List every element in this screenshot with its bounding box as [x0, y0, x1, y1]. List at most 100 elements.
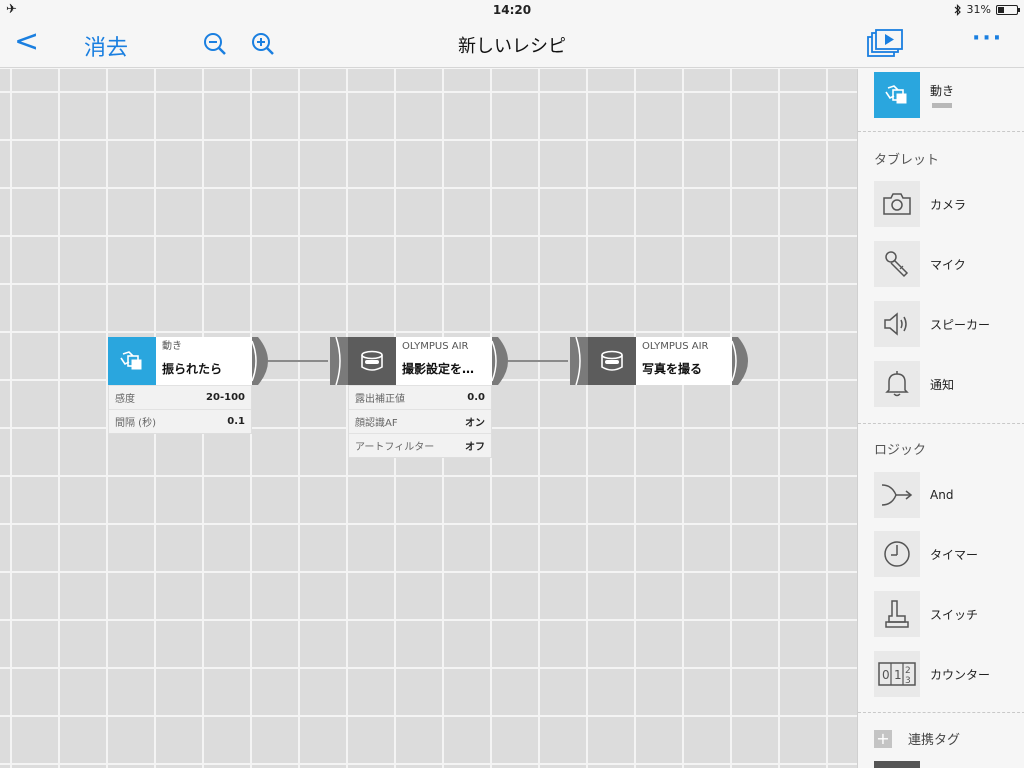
motion-icon	[885, 85, 908, 105]
param-key: 露出補正値	[355, 394, 405, 405]
param-key: アートフィルター	[355, 442, 435, 453]
node-label: 動き 振られたら	[156, 337, 252, 385]
back-button[interactable]: <	[14, 24, 40, 59]
palette-icon-box	[874, 361, 920, 407]
palette-icon-box: 0 1 2 3	[874, 651, 920, 697]
node-icon-box	[348, 337, 396, 385]
bell-icon	[885, 371, 909, 397]
recipe-node-trigger[interactable]: 動き 振られたら	[108, 337, 270, 385]
motion-icon	[120, 351, 143, 371]
play-recipe-icon[interactable]	[866, 29, 904, 59]
palette-item-counter[interactable]: 0 1 2 3 カウンター	[874, 651, 990, 697]
node-action: 撮影設定を…	[402, 362, 475, 376]
svg-text:0: 0	[882, 668, 890, 682]
divider	[858, 131, 1024, 132]
palette-icon-box	[874, 301, 920, 347]
palette-item-and[interactable]: And	[874, 472, 953, 518]
node-category: 動き	[162, 341, 182, 352]
node-category: OLYMPUS AIR	[402, 341, 469, 352]
camera-lens-icon	[601, 350, 623, 371]
plus-icon[interactable]: +	[874, 729, 892, 748]
node-action: 振られたら	[162, 362, 223, 376]
palette-item-microphone[interactable]: マイク	[874, 241, 966, 287]
bluetooth-icon	[954, 3, 961, 16]
zoom-in-icon[interactable]	[250, 31, 276, 57]
palette-item-timer[interactable]: タイマー	[874, 531, 978, 577]
svg-text:3: 3	[905, 676, 911, 686]
zoom-out-icon[interactable]	[202, 31, 228, 57]
param-row[interactable]: 顔認識AF オン	[349, 409, 491, 433]
output-port[interactable]	[732, 337, 750, 385]
output-port[interactable]	[252, 337, 270, 385]
palette-item-label: タイマー	[930, 547, 979, 562]
palette-item-label: カウンター	[930, 667, 991, 682]
param-row[interactable]: 感度 20-100	[109, 385, 251, 409]
more-options-button[interactable]: ···	[972, 26, 1004, 51]
palette-item-label-text: 動き	[930, 84, 955, 98]
palette-item-notification[interactable]: 通知	[874, 361, 954, 407]
palette-item-label: 通知	[930, 377, 955, 392]
param-value: オン	[465, 418, 485, 429]
palette-icon-box	[874, 72, 920, 118]
node-icon-box	[588, 337, 636, 385]
palette-icon-box	[874, 531, 920, 577]
battery-percent: 31%	[966, 3, 991, 16]
param-value: 0.1	[227, 416, 245, 427]
param-value: オフ	[465, 442, 485, 453]
palette-item-camera[interactable]: カメラ	[874, 181, 966, 227]
node-label: OLYMPUS AIR 撮影設定を…	[396, 337, 492, 385]
camera-icon	[883, 193, 911, 215]
svg-text:2: 2	[905, 666, 911, 676]
param-key: 感度	[115, 394, 135, 405]
counter-icon: 0 1 2 3	[878, 662, 916, 686]
node-icon-box	[108, 337, 156, 385]
palette-item-label: マイク	[930, 257, 966, 272]
input-port[interactable]	[568, 337, 588, 385]
node-label: OLYMPUS AIR 写真を撮る	[636, 337, 732, 385]
svg-text:1: 1	[894, 668, 902, 682]
palette-item-label: カメラ	[930, 197, 967, 212]
recipe-node-take-photo[interactable]: OLYMPUS AIR 写真を撮る	[570, 337, 750, 385]
section-header-tablet: タブレット	[874, 153, 940, 168]
connection-line	[508, 360, 568, 362]
palette-icon-box	[874, 241, 920, 287]
node-params[interactable]: 感度 20-100 間隔 (秒)0.1	[108, 385, 252, 434]
param-value: 0.0	[467, 392, 485, 403]
linked-tags-section[interactable]: + 連携タグ	[874, 729, 960, 748]
palette-item-label: スピーカー	[930, 317, 991, 332]
palette-icon-box	[874, 591, 920, 637]
connection-line	[268, 360, 328, 362]
param-row[interactable]: 間隔 (秒)0.1	[109, 409, 251, 433]
battery-level-indicator	[932, 103, 952, 108]
node-category: OLYMPUS AIR	[642, 341, 709, 352]
and-merge-icon	[881, 484, 913, 506]
palette-icon-box	[874, 181, 920, 227]
node-action: 写真を撮る	[642, 362, 703, 376]
clear-button[interactable]: 消去	[84, 36, 129, 61]
palette-item-speaker[interactable]: スピーカー	[874, 301, 990, 347]
recipe-canvas[interactable]: 動き 振られたら 感度 20-100 間隔 (秒)0.1 OLYMPUS AIR …	[0, 69, 857, 768]
param-key: 顔認識AF	[355, 418, 398, 429]
param-value: 20-100	[206, 392, 245, 403]
divider	[858, 712, 1024, 713]
status-right: 31%	[954, 3, 1020, 16]
battery-fill	[998, 6, 1004, 13]
node-params[interactable]: 露出補正値 0.0 顔認識AF オン アートフィルター オフ	[348, 385, 492, 458]
speaker-icon	[884, 312, 907, 336]
status-bar: ✈ 14:20 31%	[0, 0, 1024, 20]
recipe-node-settings[interactable]: OLYMPUS AIR 撮影設定を…	[330, 337, 510, 385]
input-port[interactable]	[328, 337, 348, 385]
palette-item-switch[interactable]: スイッチ	[874, 591, 978, 637]
linked-tags-label: 連携タグ	[908, 733, 961, 748]
timer-icon	[884, 541, 910, 567]
camera-lens-icon	[361, 350, 383, 371]
tag-item-preview[interactable]	[874, 761, 920, 768]
palette-icon-box	[874, 472, 920, 518]
airplane-mode-icon: ✈	[6, 2, 17, 17]
output-port[interactable]	[492, 337, 510, 385]
component-palette[interactable]: 動き タブレット カメラ マイク	[857, 69, 1024, 768]
param-row[interactable]: アートフィルター オフ	[349, 433, 491, 457]
divider	[858, 423, 1024, 424]
param-row[interactable]: 露出補正値 0.0	[349, 385, 491, 409]
palette-item-motion[interactable]: 動き	[874, 72, 954, 118]
